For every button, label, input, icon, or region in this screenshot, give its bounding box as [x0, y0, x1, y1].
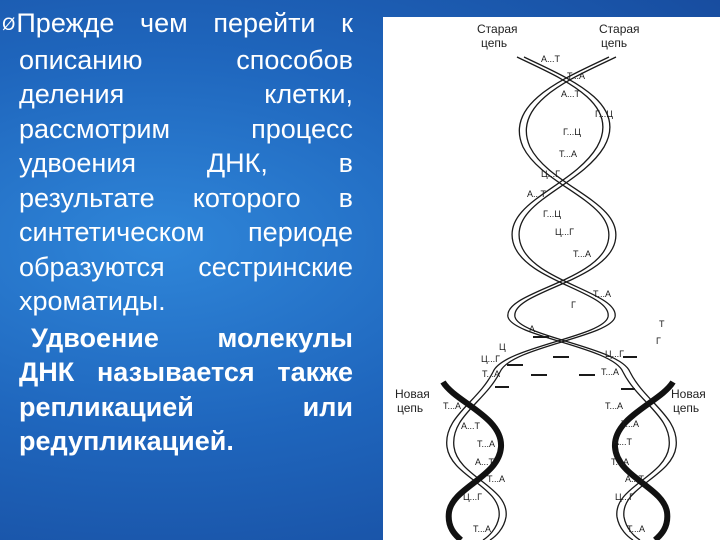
old-strand-b-outer [507, 56, 624, 373]
base-pair-middle-9: Т...А [601, 367, 619, 377]
label-old-strand-left-line2: цепь [481, 36, 507, 50]
old-strand-b-inner [514, 56, 631, 373]
base-pair-left-0: Т...А [443, 401, 461, 411]
dna-helix-drawing: Старая цепь Старая цепь Новая цепь Новая… [395, 22, 706, 540]
base-pair-top-2: А...Т [561, 89, 581, 99]
base-pair-top-0: А...Т [541, 54, 561, 64]
paragraph-replication-intro: ØПрежде чем перейти к описанию способов … [2, 6, 353, 319]
base-pair-middle-0: Т...А [593, 289, 611, 299]
old-strand-a-outer [492, 56, 609, 373]
base-pair-right-0: Т...А [605, 401, 623, 411]
base-pair-left-2: Т...А [477, 439, 495, 449]
base-pair-left-5: Ц...Г [463, 492, 482, 502]
base-pair-top-8: Г...Ц [543, 209, 561, 219]
upper-helix [492, 56, 631, 373]
base-pair-left-4: Т...А [487, 474, 505, 484]
base-pair-top-10: Т...А [573, 249, 591, 259]
right-new-strand [612, 380, 676, 540]
right-old-strand-inner [623, 371, 677, 540]
base-pair-middle-3: Т [659, 319, 665, 329]
label-new-strand-right-line2: цепь [673, 401, 699, 415]
base-pair-right-1: Т...А [621, 419, 639, 429]
base-pair-top-9: Ц...Г [555, 227, 574, 237]
unpaired-base-dashes [495, 336, 637, 390]
label-new-strand-right-line1: Новая [671, 387, 706, 401]
label-old-strand-right-line2: цепь [601, 36, 627, 50]
base-pair-top-5: Т...А [559, 149, 577, 159]
arrow-bullet-icon: Ø [2, 15, 16, 35]
base-pair-right-5: Ц...Г [615, 492, 634, 502]
paragraph-replication-definition: Удвоение молекулы ДНК называется также р… [19, 321, 353, 459]
base-pair-right-3: Т...А [611, 457, 629, 467]
label-new-strand-left-line2: цепь [397, 401, 423, 415]
base-pair-right-4: А...Т [625, 474, 645, 484]
base-pair-middle-2: А [529, 324, 535, 334]
base-pair-right-6: Т...А [627, 524, 645, 534]
base-pair-middle-5: Г [656, 336, 661, 346]
base-pair-middle-7: Ц...Г [605, 349, 624, 359]
base-pair-middle-4: Ц [499, 342, 506, 352]
right-daughter-helix [612, 371, 677, 540]
base-pair-left-3: А...Т [475, 457, 495, 467]
left-old-strand [446, 371, 500, 540]
base-pair-top-1: Т...А [567, 71, 585, 81]
paragraph-2-text: Удвоение молекулы ДНК называется также р… [19, 322, 353, 457]
base-pair-top-7: А...Т [527, 189, 547, 199]
slide-text: ØПрежде чем перейти к описанию способов … [2, 6, 353, 459]
base-pair-middle-8: Т...А [482, 369, 500, 379]
left-new-strand [440, 380, 504, 540]
old-strand-a-inner [499, 56, 616, 373]
base-pair-left-1: А...Т [461, 421, 481, 431]
base-pair-right-2: А...Т [613, 437, 633, 447]
base-pair-middle-6: Ц...Г [481, 354, 500, 364]
right-old-strand [616, 371, 670, 540]
base-pair-top-6: Ц...Г [541, 169, 560, 179]
base-pair-top-4: Г...Ц [563, 127, 581, 137]
label-old-strand-left-line1: Старая [477, 22, 518, 36]
base-pair-top-3: Г...Ц [595, 109, 613, 119]
label-new-strand-left-line1: Новая [395, 387, 430, 401]
base-pair-middle-1: Г [571, 300, 576, 310]
paragraph-1-text: Прежде чем перейти к описанию способов д… [16, 8, 353, 316]
left-daughter-helix [440, 371, 507, 540]
base-pairs: А...ТТ...АА...ТГ...ЦГ...ЦТ...АЦ...ГА...Т… [443, 54, 665, 534]
label-old-strand-right-line1: Старая [599, 22, 640, 36]
dna-replication-diagram: Старая цепь Старая цепь Новая цепь Новая… [383, 17, 720, 540]
base-pair-left-6: Т...А [473, 524, 491, 534]
